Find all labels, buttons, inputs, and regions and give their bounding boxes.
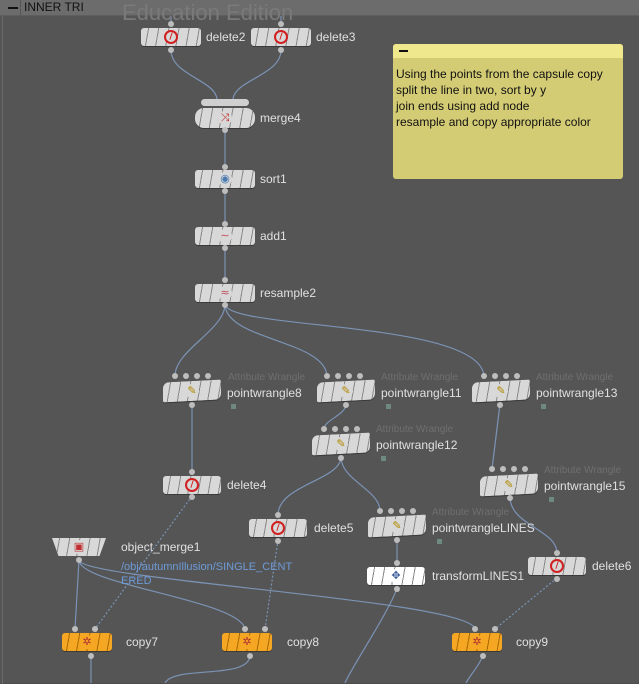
node-label: transformLINES1 bbox=[432, 569, 525, 583]
node-type: Attribute Wrangle bbox=[228, 372, 306, 383]
node-pointwrangle15[interactable]: ✎ bbox=[480, 473, 538, 497]
node-label: delete4 bbox=[227, 478, 267, 492]
node-type: Attribute Wrangle bbox=[381, 372, 459, 383]
node-label: resample2 bbox=[260, 286, 317, 300]
object-merge-icon: ▣ bbox=[72, 540, 86, 554]
wrangle-icon: ✎ bbox=[390, 518, 404, 534]
object-merge-path: ERED bbox=[121, 575, 152, 587]
node-copy9[interactable]: ✲ bbox=[452, 633, 502, 651]
node-merge4[interactable]: ⤨ bbox=[195, 108, 255, 128]
wrangle-icon: ✎ bbox=[502, 477, 516, 493]
lock-icon bbox=[437, 539, 442, 544]
node-add1[interactable]: ∼ bbox=[195, 227, 255, 245]
object-merge-path: /obj/autumnIllusion/SINGLE_CENT bbox=[121, 561, 293, 573]
node-copy7[interactable]: ✲ bbox=[62, 633, 112, 651]
node-label: add1 bbox=[260, 229, 287, 243]
network-box-title: INNER TRI bbox=[24, 0, 84, 14]
node-label: sort1 bbox=[260, 172, 287, 186]
node-label: pointwrangle11 bbox=[381, 386, 462, 400]
node-label: merge4 bbox=[260, 111, 301, 125]
copy-icon: ✲ bbox=[470, 635, 484, 649]
node-pointwrangle13[interactable]: ✎ bbox=[472, 379, 530, 403]
note-line: join ends using add node bbox=[396, 99, 530, 113]
copy-icon: ✲ bbox=[80, 635, 94, 649]
sticky-note-header[interactable] bbox=[393, 44, 623, 58]
wrangle-icon: ✎ bbox=[185, 383, 199, 399]
node-resample2[interactable]: ≈ bbox=[195, 284, 255, 302]
copy-icon: ✲ bbox=[240, 635, 254, 649]
node-type: Attribute Wrangle bbox=[432, 507, 510, 518]
node-label: delete3 bbox=[316, 30, 356, 44]
node-label: pointwrangle13 bbox=[536, 386, 618, 400]
delete-icon: / bbox=[274, 30, 288, 44]
note-line: split the line in two, sort by y bbox=[396, 83, 547, 97]
node-type: Attribute Wrangle bbox=[536, 372, 614, 383]
delete-icon: / bbox=[164, 30, 178, 44]
sort-icon: ◉ bbox=[218, 172, 232, 186]
node-label: delete5 bbox=[314, 521, 354, 535]
delete-icon: / bbox=[271, 521, 285, 535]
network-box-header[interactable]: INNER TRI bbox=[0, 0, 639, 16]
node-type: Attribute Wrangle bbox=[376, 424, 454, 435]
node-label: delete6 bbox=[592, 559, 632, 573]
collapse-icon[interactable] bbox=[8, 7, 18, 9]
wrangle-icon: ✎ bbox=[334, 436, 348, 452]
node-delete2[interactable]: / bbox=[141, 28, 201, 46]
node-label: pointwrangle8 bbox=[227, 386, 302, 400]
node-pointwrangle11[interactable]: ✎ bbox=[317, 379, 375, 403]
merge-icon: ⤨ bbox=[218, 111, 232, 125]
node-delete4[interactable]: / bbox=[163, 476, 221, 494]
node-label: copy8 bbox=[287, 635, 320, 649]
node-pointwrangle12[interactable]: ✎ bbox=[312, 432, 370, 456]
node-delete5[interactable]: / bbox=[249, 519, 307, 537]
sticky-note[interactable]: Using the points from the capsule copy s… bbox=[393, 44, 623, 179]
delete-icon: / bbox=[550, 559, 564, 573]
transform-icon: ✥ bbox=[389, 569, 403, 583]
node-label: pointwrangleLINES bbox=[432, 521, 535, 535]
resample-icon: ≈ bbox=[218, 286, 232, 300]
lock-icon bbox=[549, 497, 554, 502]
node-pointwrangleLINES[interactable]: ✎ bbox=[368, 514, 426, 538]
delete-icon: / bbox=[185, 478, 199, 492]
node-type: Attribute Wrangle bbox=[544, 465, 622, 476]
divider bbox=[20, 0, 21, 15]
node-label: copy7 bbox=[126, 635, 159, 649]
node-object-merge1[interactable]: ▣ bbox=[52, 538, 106, 556]
node-transformLINES1[interactable]: ✥ bbox=[367, 567, 425, 585]
node-label: copy9 bbox=[516, 635, 549, 649]
merge-input-bar[interactable] bbox=[201, 99, 249, 106]
lock-icon bbox=[381, 456, 386, 461]
lock-icon bbox=[231, 404, 236, 409]
wrangle-icon: ✎ bbox=[339, 383, 353, 399]
lock-icon bbox=[541, 404, 546, 409]
wrangle-icon: ✎ bbox=[494, 383, 508, 399]
node-delete3[interactable]: / bbox=[251, 28, 311, 46]
collapse-icon[interactable] bbox=[399, 50, 408, 52]
node-label: pointwrangle15 bbox=[544, 479, 626, 493]
note-line: resample and copy appropriate color bbox=[396, 115, 591, 129]
node-label: delete2 bbox=[206, 30, 246, 44]
node-label: object_merge1 bbox=[121, 540, 201, 554]
note-line: Using the points from the capsule copy bbox=[396, 67, 603, 81]
node-copy8[interactable]: ✲ bbox=[222, 633, 272, 651]
node-label: pointwrangle12 bbox=[376, 438, 458, 452]
node-sort1[interactable]: ◉ bbox=[195, 170, 255, 188]
node-delete6[interactable]: / bbox=[528, 557, 586, 575]
node-pointwrangle8[interactable]: ✎ bbox=[163, 379, 221, 403]
add-curve-icon: ∼ bbox=[218, 229, 232, 243]
lock-icon bbox=[386, 404, 391, 409]
